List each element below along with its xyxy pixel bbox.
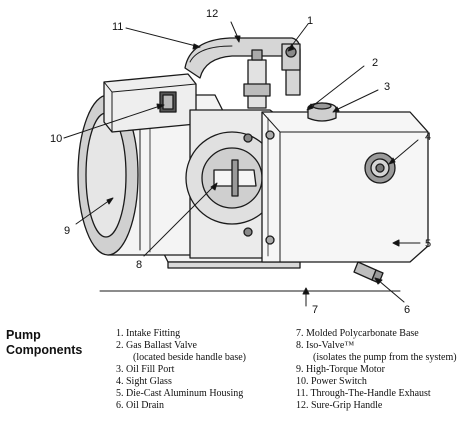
- callout-7: 7: [312, 304, 318, 316]
- callout-10: 10: [50, 133, 62, 145]
- callout-5: 5: [425, 238, 431, 250]
- intake-fitting: [243, 43, 301, 109]
- callout-1: 1: [307, 15, 313, 27]
- legend-item-2-note: (located beside handle base): [133, 352, 247, 363]
- legend-title: Pump Components: [6, 328, 82, 358]
- legend-item-2: 2. Gas Ballast Valve: [116, 340, 197, 351]
- legend-item-12: 12. Sure-Grip Handle: [296, 400, 383, 411]
- legend-column-left: 1. Intake Fitting 2. Gas Ballast Valve (…: [116, 328, 246, 412]
- callout-4: 4: [425, 131, 431, 143]
- legend-item-11: 11. Through-The-Handle Exhaust: [296, 388, 431, 399]
- legend-item-5: 5. Die-Cast Aluminum Housing: [116, 388, 244, 399]
- callout-3: 3: [384, 81, 390, 93]
- legend-item-9: 9. High-Torque Motor: [296, 364, 386, 375]
- switch-box: [103, 73, 197, 133]
- callout-8: 8: [136, 259, 142, 271]
- legend-item-3: 3. Oil Fill Port: [116, 364, 175, 375]
- callout-6: 6: [404, 304, 410, 316]
- legend-item-8: 8. Iso-Valve™: [296, 340, 355, 351]
- pump-housing: [261, 111, 429, 263]
- leader-lines: [63, 21, 421, 307]
- legend-title-line-1: Pump: [6, 328, 41, 342]
- callout-11: 11: [112, 21, 123, 33]
- legend-title-line-2: Components: [6, 343, 83, 357]
- legend-item-8-note: (isolates the pump from the system): [313, 352, 457, 363]
- callout-2: 2: [372, 57, 378, 69]
- callout-12: 12: [206, 8, 218, 20]
- callout-9: 9: [64, 225, 70, 237]
- legend-item-4: 4. Sight Glass: [116, 376, 172, 387]
- legend-item-6: 6. Oil Drain: [116, 400, 165, 411]
- legend-item-1: 1. Intake Fitting: [116, 328, 181, 339]
- sight-glass: [364, 152, 396, 184]
- legend-item-10: 10. Power Switch: [296, 376, 367, 387]
- legend-item-7: 7. Molded Polycarbonate Base: [296, 328, 419, 339]
- legend-column-right: 7. Molded Polycarbonate Base 8. Iso-Valv…: [296, 328, 457, 412]
